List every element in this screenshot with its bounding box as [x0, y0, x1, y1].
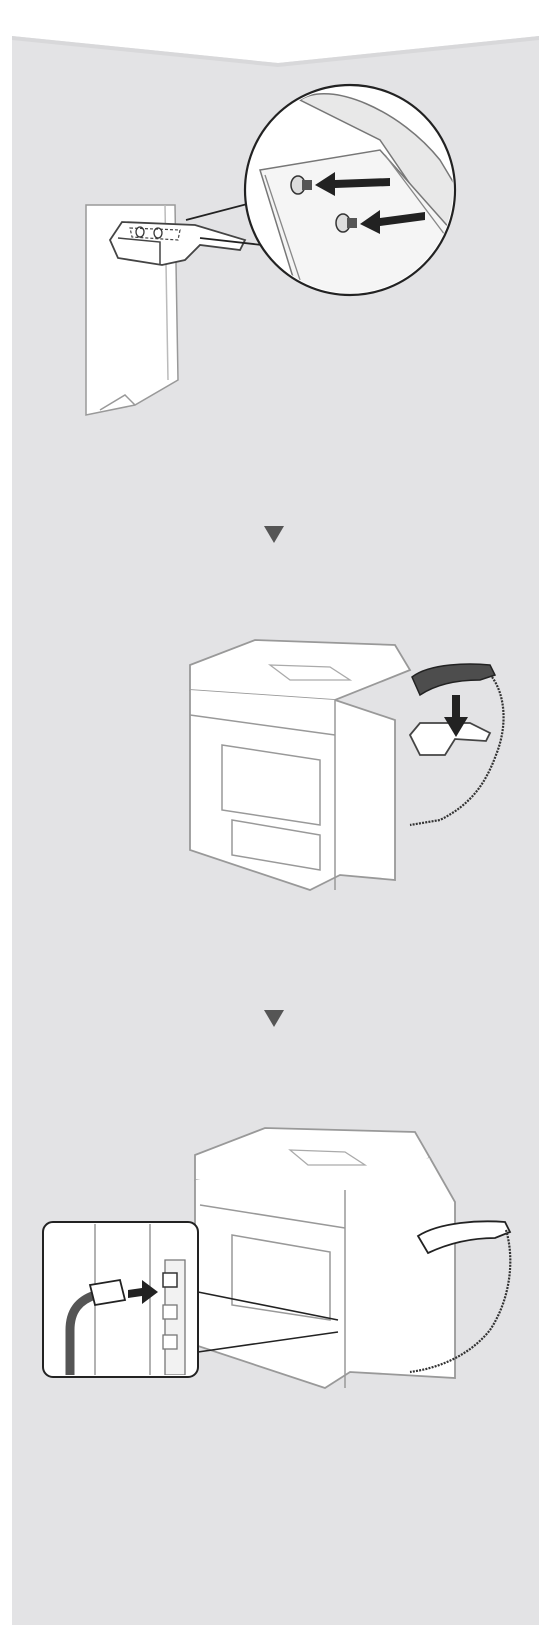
down-arrow-icon [264, 526, 284, 543]
step-3-illustration [0, 1110, 551, 1410]
handset-placement-icon [0, 625, 551, 910]
handset-cable-connect-icon [0, 1110, 551, 1410]
step-2-illustration [0, 625, 551, 910]
step-1-illustration [0, 80, 551, 430]
panel-notch [12, 6, 539, 76]
handset-holder-screw-icon [0, 80, 551, 430]
down-arrow-icon [264, 1010, 284, 1027]
